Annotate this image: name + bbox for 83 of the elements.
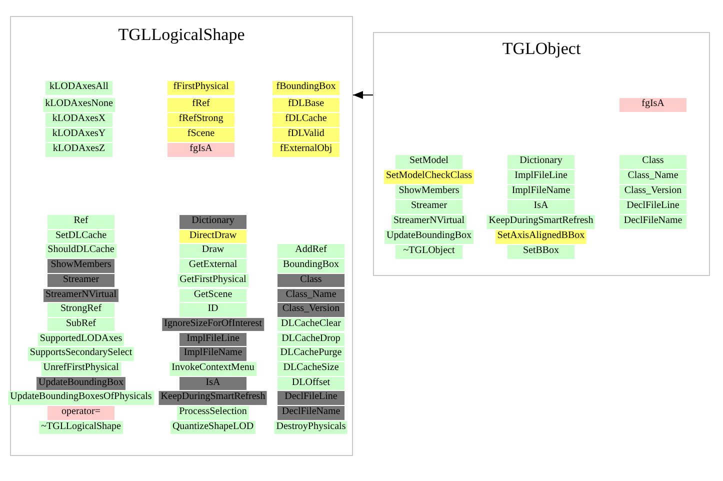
- member-entry: kLODAxesX: [46, 113, 112, 127]
- member-entry: fDLValid: [272, 128, 340, 142]
- member-entry: Streamer: [48, 274, 114, 288]
- member-entry: KeepDuringSmartRefresh: [486, 215, 596, 229]
- member-entry: Dictionary: [508, 155, 574, 169]
- member-entry: Class_Name: [278, 288, 344, 302]
- member-entry: QuantizeShapeLOD: [170, 420, 256, 434]
- member-entry: UpdateBoundingBox: [36, 376, 126, 390]
- member-entry: DestroyPhysicals: [274, 420, 348, 434]
- member-entry: SubRef: [48, 318, 114, 332]
- member-entry: Dictionary: [180, 215, 246, 229]
- member-entry: Class_Version: [620, 185, 686, 199]
- member-entry: KeepDuringSmartRefresh: [158, 391, 268, 405]
- member-entry: SetBBox: [508, 245, 574, 259]
- member-entry: fRef: [168, 98, 234, 112]
- member-entry: ImplFileLine: [508, 170, 574, 184]
- member-entry: AddRef: [278, 244, 344, 258]
- class-box: [10, 16, 353, 456]
- member-entry: ~TGLLogicalShape: [39, 420, 123, 434]
- member-entry: StreamerNVirtual: [43, 288, 119, 302]
- member-entry: SetModel: [396, 155, 462, 169]
- member-entry: DeclFileLine: [278, 391, 344, 405]
- member-entry: ImplFileLine: [180, 332, 246, 346]
- member-entry: fDLBase: [272, 98, 340, 112]
- class-title: TGLObject: [501, 39, 582, 59]
- member-entry: DeclFileName: [278, 406, 344, 420]
- member-entry: DeclFileLine: [620, 200, 686, 214]
- member-entry: Streamer: [396, 200, 462, 214]
- member-entry: StrongRef: [48, 303, 114, 317]
- member-entry: BoundingBox: [278, 259, 344, 273]
- member-entry: DLCacheSize: [278, 362, 344, 376]
- member-entry: fgIsA: [620, 98, 686, 112]
- member-entry: GetScene: [180, 288, 246, 302]
- member-entry: Class_Version: [278, 303, 344, 317]
- member-entry: DLOffset: [278, 376, 344, 390]
- inheritance-arrow: [352, 91, 374, 99]
- member-entry: ShowMembers: [396, 185, 462, 199]
- member-entry: fDLCache: [272, 113, 340, 127]
- member-entry: operator=: [48, 406, 114, 420]
- member-entry: DLCachePurge: [278, 347, 344, 361]
- member-entry: ImplFileName: [508, 185, 574, 199]
- class-title: TGLLogicalShape: [117, 25, 246, 45]
- member-entry: StreamerNVirtual: [391, 215, 467, 229]
- member-entry: GetFirstPhysical: [178, 274, 248, 288]
- member-entry: IsA: [180, 376, 246, 390]
- member-entry: kLODAxesNone: [43, 98, 115, 112]
- member-entry: Class: [278, 274, 344, 288]
- member-entry: IgnoreSizeForOfInterest: [162, 318, 264, 332]
- member-entry: fRefStrong: [168, 113, 234, 127]
- member-entry: GetExternal: [180, 259, 246, 273]
- member-entry: DLCacheDrop: [278, 332, 344, 346]
- member-entry: fBoundingBox: [272, 81, 340, 95]
- member-entry: SupportedLODAxes: [38, 332, 124, 346]
- member-entry: SetDLCache: [48, 230, 114, 244]
- member-entry: DLCacheClear: [278, 318, 344, 332]
- member-entry: ~TGLObject: [396, 245, 462, 259]
- member-entry: kLODAxesY: [46, 128, 112, 142]
- member-entry: fScene: [168, 128, 234, 142]
- member-entry: ImplFileName: [180, 347, 246, 361]
- member-entry: SetAxisAlignedBBox: [495, 230, 587, 244]
- member-entry: ShouldDLCache: [46, 244, 116, 258]
- member-entry: UpdateBoundingBox: [384, 230, 474, 244]
- member-entry: ProcessSelection: [177, 406, 249, 420]
- member-entry: kLODAxesZ: [46, 143, 112, 157]
- member-entry: ShowMembers: [48, 259, 114, 273]
- member-entry: Ref: [48, 215, 114, 229]
- member-entry: fExternalObj: [272, 143, 340, 157]
- member-entry: InvokeContextMenu: [170, 362, 256, 376]
- member-entry: UnrefFirstPhysical: [41, 362, 121, 376]
- member-entry: UpdateBoundingBoxesOfPhysicals: [8, 391, 154, 405]
- member-entry: Class_Name: [620, 170, 686, 184]
- member-entry: DeclFileName: [620, 215, 686, 229]
- member-entry: fgIsA: [168, 143, 234, 157]
- member-entry: SupportsSecondarySelect: [28, 347, 134, 361]
- member-entry: DirectDraw: [180, 230, 246, 244]
- member-entry: ID: [180, 303, 246, 317]
- member-entry: fFirstPhysical: [168, 81, 234, 95]
- member-entry: Class: [620, 155, 686, 169]
- member-entry: Draw: [180, 244, 246, 258]
- member-entry: IsA: [508, 200, 574, 214]
- member-entry: SetModelCheckClass: [384, 170, 474, 184]
- member-entry: kLODAxesAll: [46, 81, 112, 95]
- class-box: [373, 32, 710, 276]
